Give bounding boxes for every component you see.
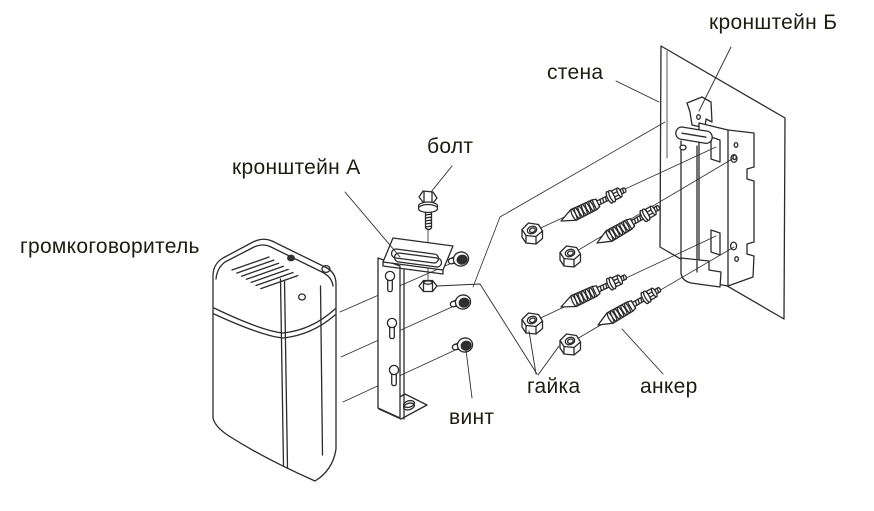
anchor-2 bbox=[593, 200, 663, 250]
leader-anchor bbox=[621, 328, 664, 375]
leader-screw bbox=[465, 349, 473, 399]
leader-bracket-b bbox=[698, 46, 732, 112]
label-bolt: болт bbox=[427, 135, 474, 158]
leader-nut bbox=[436, 283, 560, 376]
loudspeaker bbox=[212, 238, 337, 482]
bolt bbox=[417, 190, 439, 231]
leader-wall bbox=[615, 80, 660, 103]
label-nut: гайка bbox=[527, 375, 581, 398]
nut-4 bbox=[559, 333, 582, 356]
screws bbox=[446, 249, 475, 356]
bracket-b bbox=[675, 96, 755, 288]
bracket-a bbox=[377, 237, 454, 420]
bolt-nut bbox=[418, 279, 438, 293]
label-screw: винт bbox=[449, 406, 495, 429]
leader-bracket-a bbox=[344, 191, 401, 258]
label-anchor: анкер bbox=[640, 375, 698, 398]
nut-2 bbox=[559, 245, 582, 268]
anchor-1 bbox=[557, 183, 629, 228]
label-bracket-a: кронштейн А bbox=[232, 156, 361, 179]
label-bracket-b: кронштейн Б bbox=[709, 11, 838, 34]
screw-2 bbox=[448, 292, 473, 313]
label-loudspeaker: громкоговоритель bbox=[20, 235, 200, 258]
label-wall: стена bbox=[547, 61, 604, 84]
nut-1 bbox=[521, 222, 544, 245]
vent-grille bbox=[231, 256, 299, 290]
leader-lines bbox=[344, 46, 732, 399]
wall-nuts bbox=[521, 222, 582, 356]
nut-3 bbox=[521, 312, 544, 335]
screw-3 bbox=[450, 335, 475, 356]
leader-bolt bbox=[430, 165, 453, 193]
speaker-dot bbox=[287, 254, 295, 262]
anchor-4 bbox=[594, 282, 664, 332]
